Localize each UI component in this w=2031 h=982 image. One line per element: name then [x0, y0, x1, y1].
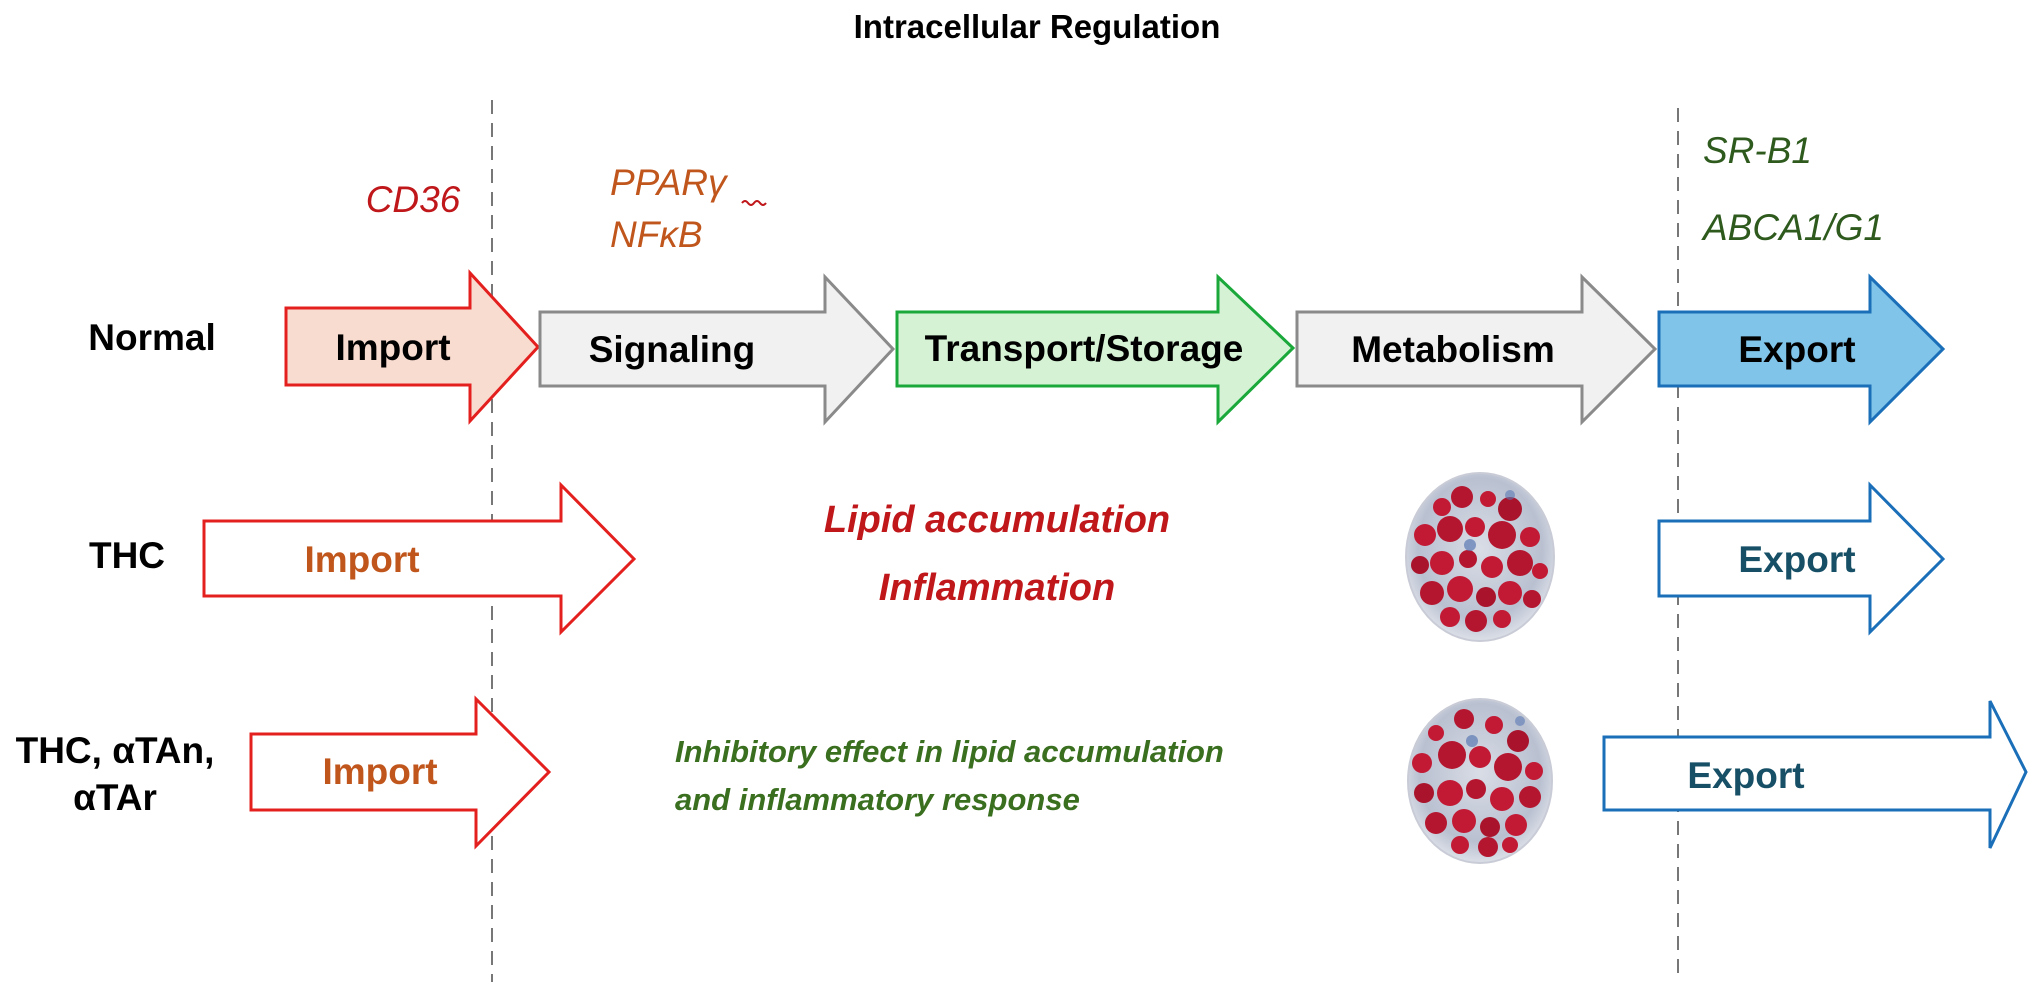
normal-export-label: Export: [1738, 329, 1855, 370]
thc-export-arrow: Export: [1657, 481, 1946, 636]
combo-note-line2: and inflammatory response: [675, 782, 1080, 817]
gene-label-cd36: CD36: [366, 179, 461, 220]
row-label-normal: Normal: [88, 317, 215, 358]
combo-note-line1: Inhibitory effect in lipid accumulation: [675, 734, 1224, 769]
normal-signaling-label: Signaling: [589, 329, 756, 370]
spellcheck-squiggle-icon: [741, 200, 767, 206]
gene-label-ppar-gamma: PPARγ: [610, 162, 729, 203]
thc-import-arrow: Import: [202, 481, 637, 636]
normal-import-label: Import: [335, 327, 450, 368]
lipid-laden-cell-icon-treated: [1407, 698, 1553, 864]
row-label-thc: THC: [89, 535, 165, 576]
lipid-laden-cell-icon: [1405, 472, 1555, 642]
normal-export-arrow: Export: [1657, 273, 1946, 426]
thc-note-lipid-accumulation: Lipid accumulation: [824, 499, 1170, 541]
row-label-combo-line2: αTAr: [73, 777, 157, 818]
thc-export-label: Export: [1738, 539, 1855, 580]
thc-note-inflammation: Inflammation: [879, 567, 1115, 609]
gene-label-abca1: ABCA1/G1: [1701, 207, 1884, 248]
normal-signaling-arrow: Signaling: [538, 273, 896, 426]
combo-export-label: Export: [1687, 755, 1804, 796]
combo-import-label: Import: [322, 751, 437, 792]
normal-metabolism-label: Metabolism: [1351, 329, 1555, 370]
combo-export-arrow: Export: [1602, 700, 2028, 849]
normal-transport-label: Transport/Storage: [925, 328, 1244, 369]
row-label-combo-line1: THC, αTAn,: [16, 730, 215, 771]
normal-transport-arrow: Transport/Storage: [895, 273, 1296, 426]
diagram-title: Intracellular Regulation: [854, 8, 1221, 45]
gene-label-nfkb: NFκB: [610, 214, 703, 255]
normal-metabolism-arrow: Metabolism: [1295, 273, 1658, 426]
thc-import-label: Import: [304, 539, 419, 580]
gene-label-srb1: SR-B1: [1703, 130, 1812, 171]
combo-import-arrow: Import: [249, 695, 552, 850]
normal-import-arrow: Import: [284, 269, 541, 425]
